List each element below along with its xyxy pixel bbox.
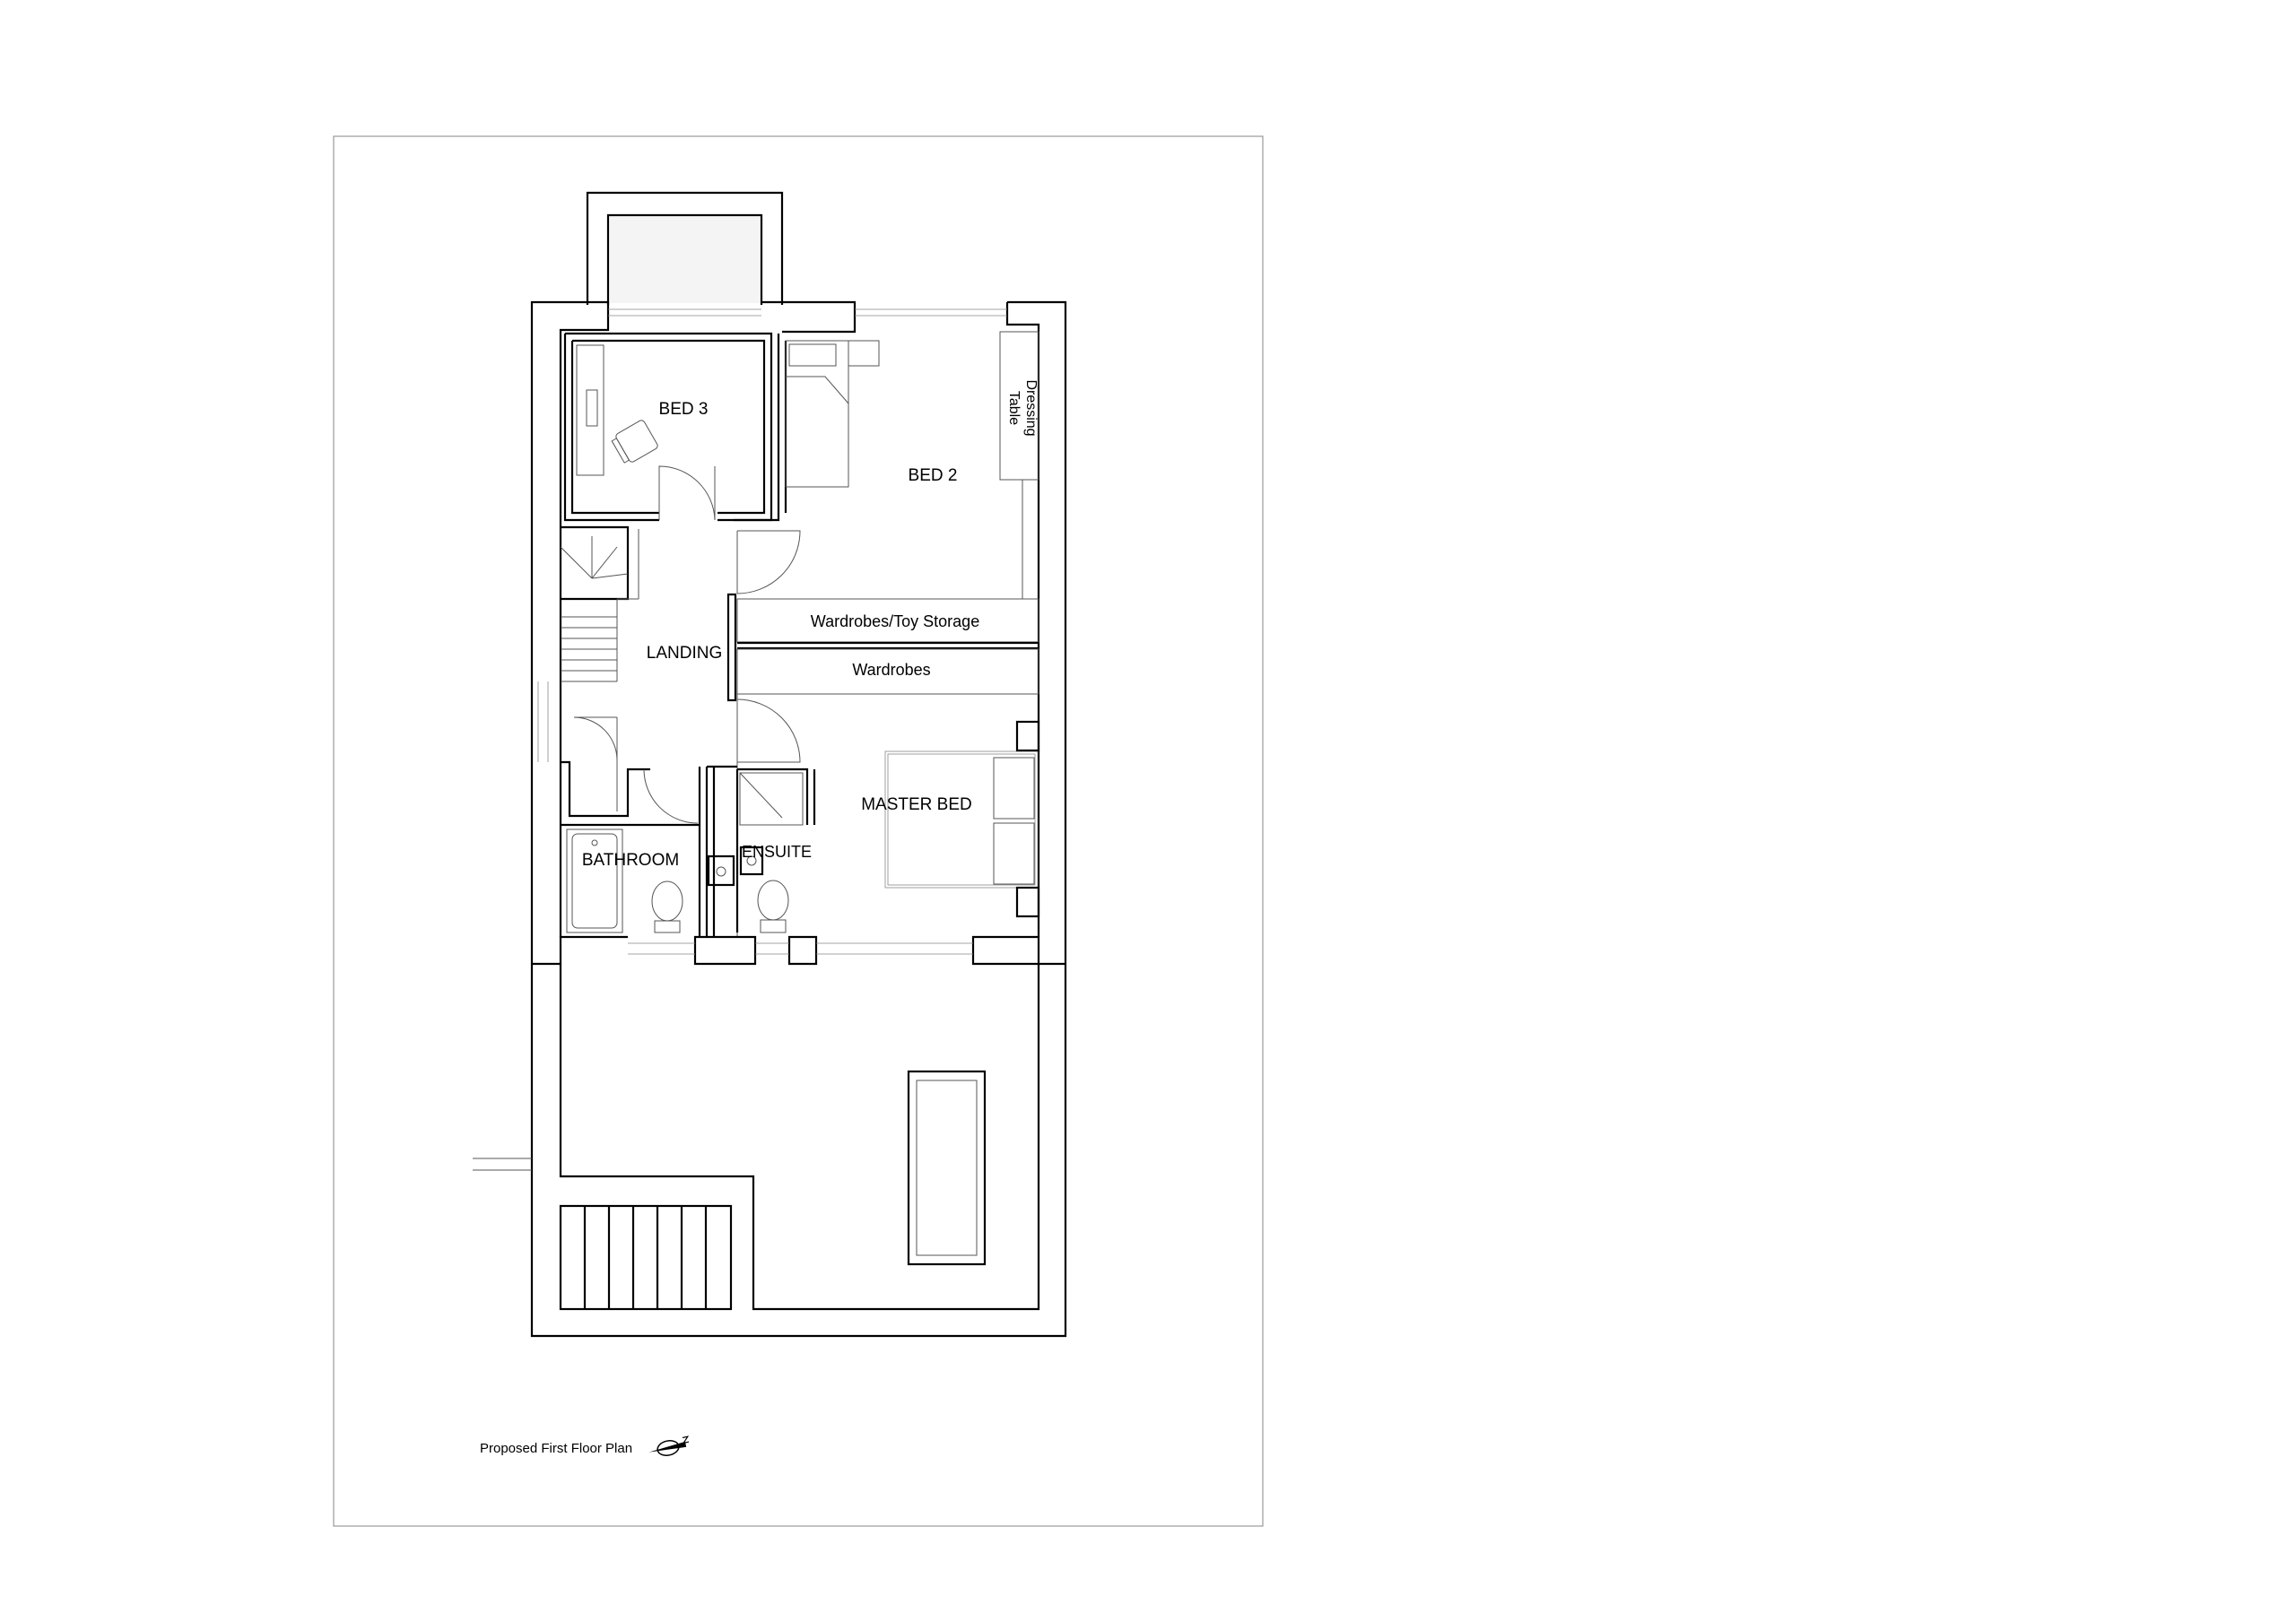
drawing-caption: Proposed First Floor Plan: [480, 1441, 632, 1456]
landing-label: LANDING: [647, 644, 722, 663]
master-bed-label: MASTER BED: [861, 795, 972, 814]
dressing-table-label-2: Table: [1006, 391, 1022, 425]
bed3-label: BED 3: [659, 400, 709, 419]
bay-window: [586, 191, 784, 305]
room-ensuite: ENSUITE: [705, 765, 816, 937]
room-bed-2: Dressing Table BED 2: [734, 331, 1039, 599]
rear-wall: [532, 935, 1065, 966]
wardrobes-label: Wardrobes: [852, 661, 930, 679]
wardrobes-block: Wardrobes/Toy Storage Wardrobes: [736, 598, 1039, 695]
wardrobes-toy-storage-label: Wardrobes/Toy Storage: [811, 612, 979, 630]
north-arrow-icon: [648, 1436, 690, 1456]
room-bed-3: BED 3: [563, 332, 773, 522]
sheet-border: [333, 135, 1264, 1527]
dressing-table-label-1: Dressing: [1023, 379, 1039, 436]
room-master-bed: MASTER BED: [736, 694, 1040, 937]
landing: LANDING: [573, 593, 737, 811]
staircase: [560, 525, 639, 682]
ensuite-label: ENSUITE: [742, 843, 812, 861]
bathroom-label: BATHROOM: [582, 851, 679, 870]
room-bathroom: BATHROOM: [561, 760, 735, 937]
bed2-label: BED 2: [909, 466, 958, 485]
lower-roof-section: [473, 964, 1067, 1338]
